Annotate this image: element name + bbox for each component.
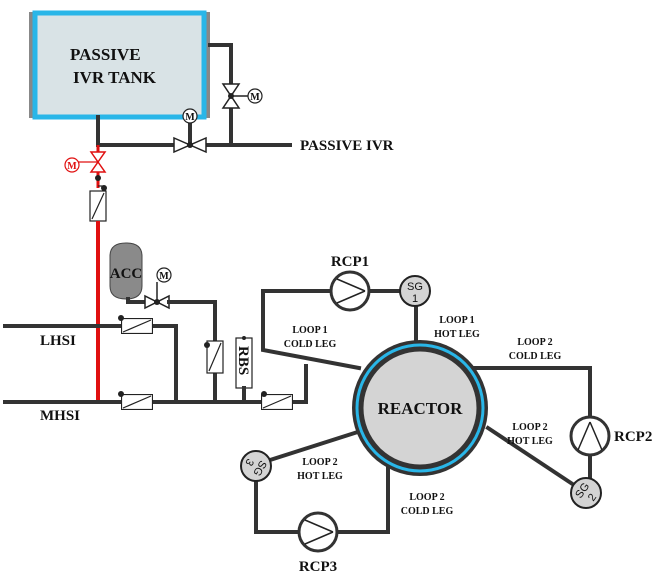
- mhsi-check-valve: [121, 394, 153, 410]
- sg1: SG 1: [399, 275, 431, 307]
- svg-text:M: M: [185, 112, 195, 123]
- loop1-cold-line2: COLD LEG: [284, 339, 337, 350]
- svg-text:M: M: [159, 271, 169, 282]
- sg3: SG 3: [240, 450, 272, 482]
- loop1-cold-line1: LOOP 1: [292, 325, 327, 336]
- rcp1-label: RCP1: [331, 254, 369, 270]
- tank-vertical-motor-valve: M: [221, 83, 263, 109]
- rbs-label: RBS: [235, 346, 251, 375]
- tank-body: [32, 10, 207, 120]
- rbs-unit: RBS: [235, 336, 253, 404]
- loop1-hot-line1: LOOP 1: [439, 315, 474, 326]
- svg-text:M: M: [250, 92, 260, 103]
- passive-ivr-tank: PASSIVE IVR TANK: [29, 10, 210, 120]
- mhsi-label: MHSI: [40, 408, 80, 424]
- loop2-cold-bottom-line1: LOOP 2: [409, 492, 444, 503]
- motor-icon: [182, 108, 198, 124]
- reactor-vessel: REACTOR: [352, 340, 488, 476]
- rbs-check-valve: [261, 394, 293, 410]
- loop2-cold-top-line2: COLD LEG: [509, 351, 562, 362]
- motor-icon: [64, 157, 80, 173]
- rcp2-pump: RCP2: [569, 415, 652, 457]
- rcp3-pump: RCP3: [297, 511, 339, 575]
- lhsi-label: LHSI: [40, 333, 76, 349]
- rcp1-pump: RCP1: [329, 254, 371, 312]
- red-ivr-line: M: [64, 145, 107, 402]
- passive-ivr-label: PASSIVE IVR: [300, 138, 394, 154]
- loop-labels: LOOP 1 COLD LEG LOOP 1 HOT LEG LOOP 2 CO…: [284, 315, 562, 517]
- loop2-hot-left-line2: HOT LEG: [297, 471, 343, 482]
- loop2-cold-bottom-line2: COLD LEG: [401, 506, 454, 517]
- accumulator: ACC M: [109, 242, 224, 404]
- motor-icon: [156, 267, 172, 283]
- rcp2-label: RCP2: [614, 429, 652, 445]
- sg1-label-top: SG: [407, 281, 423, 293]
- loop2-hot-right-line1: LOOP 2: [512, 422, 547, 433]
- loop2-cold-top-line1: LOOP 2: [517, 337, 552, 348]
- motor-icon: [247, 88, 263, 104]
- reactor-label: REACTOR: [378, 399, 463, 418]
- tank-label-line2: IVR TANK: [73, 68, 157, 87]
- injection-headers: [3, 324, 308, 404]
- loop2-hot-left-line1: LOOP 2: [302, 457, 337, 468]
- loop2-hot-right-line2: HOT LEG: [507, 436, 553, 447]
- tank-label-line1: PASSIVE: [70, 45, 141, 64]
- sg1-label-bottom: 1: [412, 293, 418, 305]
- rcp3-label: RCP3: [299, 559, 337, 575]
- sg3-label-bottom: 3: [242, 456, 255, 467]
- loop1-hot-line2: HOT LEG: [434, 329, 480, 340]
- sg2-label-bottom: 2: [586, 492, 599, 504]
- svg-text:M: M: [67, 161, 77, 172]
- passive-ivr-motor-valve: M: [173, 108, 207, 154]
- acc-label: ACC: [110, 266, 143, 282]
- reactor-loops: [254, 289, 592, 534]
- lhsi-check-valve: [121, 318, 153, 334]
- sg2: SG 2: [570, 477, 602, 509]
